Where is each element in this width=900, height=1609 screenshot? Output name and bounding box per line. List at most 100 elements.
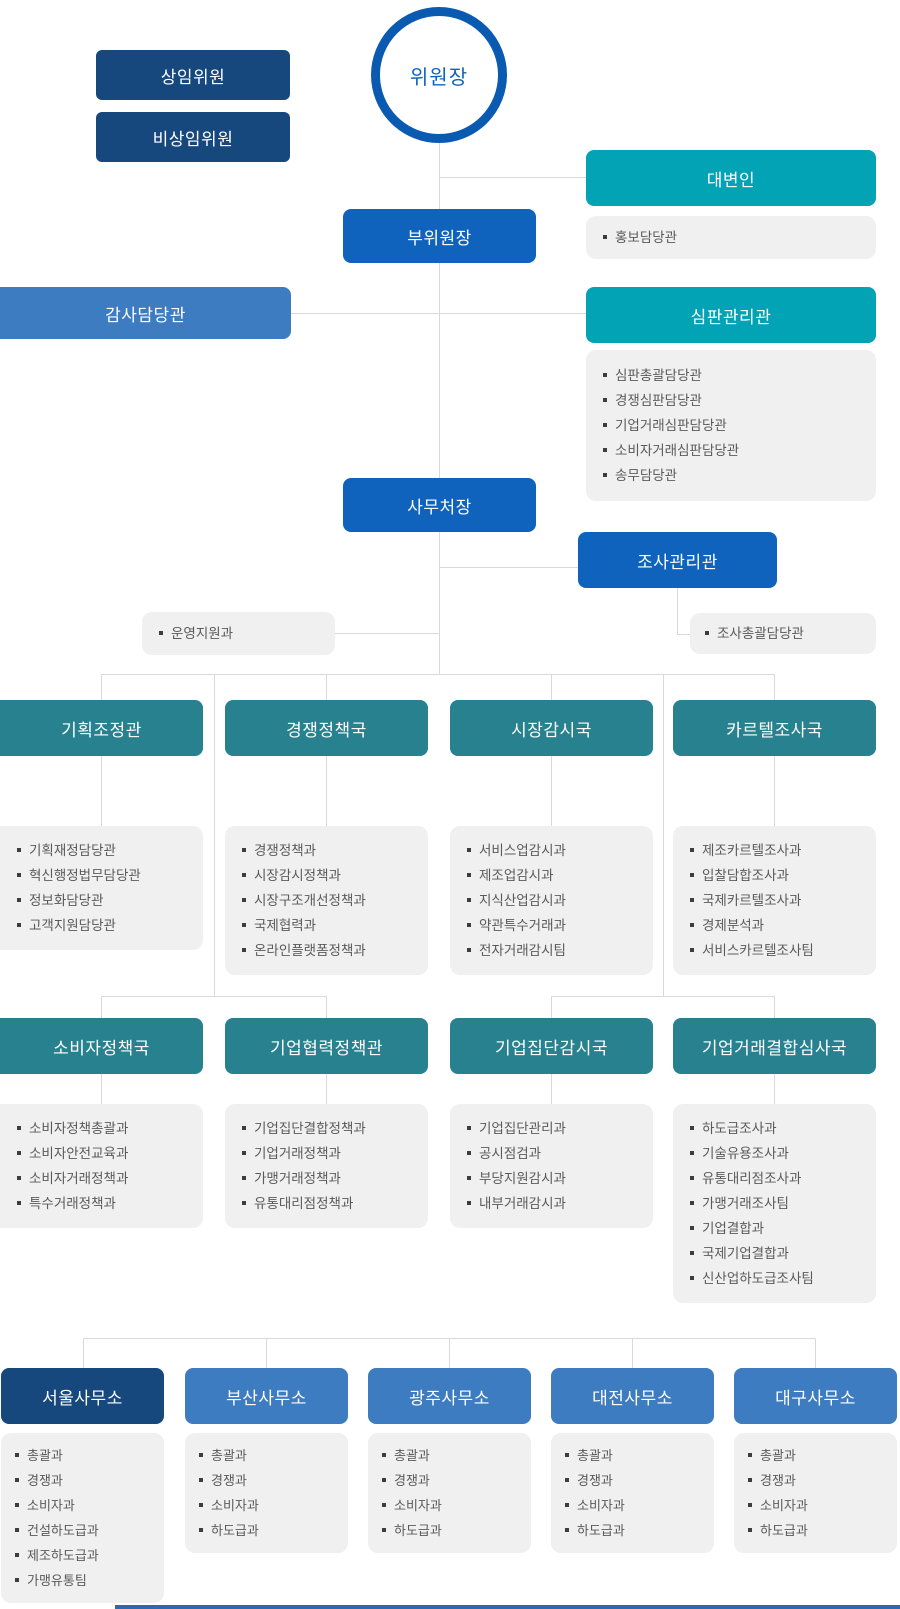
dept-item: 서비스업감시과 — [466, 838, 637, 863]
bureau-title: 시장감시국 — [511, 720, 592, 740]
office-seoul-node: 서울사무소 — [1, 1368, 164, 1424]
dept-item: 소비자과 — [564, 1493, 701, 1518]
vice-chairman-node: 부위원장 — [343, 209, 536, 263]
dept-item: 가맹거래정책과 — [241, 1166, 412, 1191]
bureau-consumer-policy-node: 소비자정책국 — [0, 1018, 203, 1074]
dept-item: 제조카르텔조사과 — [689, 838, 860, 863]
bureau-competition-policy-node: 경쟁정책국 — [225, 700, 428, 756]
standing-commissioner-node: 상임위원 — [96, 50, 290, 100]
chairman-node: 위원장 — [371, 7, 507, 143]
dept-item: 가맹유통팀 — [14, 1568, 151, 1593]
spokesperson-node: 대변인 — [586, 150, 876, 206]
bureau-merger-review-node: 기업거래결합심사국 — [673, 1018, 876, 1074]
dept-item: 소비자안전교육과 — [16, 1141, 187, 1166]
dept-item: 기술유용조사과 — [689, 1141, 860, 1166]
dept-item: 가맹거래조사팀 — [689, 1191, 860, 1216]
bureau-title: 기업거래결합심사국 — [701, 1038, 848, 1058]
dept-item: 소비자거래심판담당관 — [602, 438, 860, 463]
dept-item: 소비자과 — [14, 1493, 151, 1518]
dept-item: 기업집단관리과 — [466, 1116, 637, 1141]
office-title: 서울사무소 — [42, 1388, 123, 1408]
dept-item: 시장구조개선정책과 — [241, 888, 412, 913]
office-title: 대구사무소 — [775, 1388, 856, 1408]
adjudication-label: 심판관리관 — [690, 307, 772, 327]
dept-item: 고객지원담당관 — [16, 913, 187, 938]
audit-officer-label: 감사담당관 — [105, 305, 186, 325]
dept-item: 기업결합과 — [689, 1216, 860, 1241]
dept-item: 총괄과 — [14, 1443, 151, 1468]
dept-item: 기획재정담당관 — [16, 838, 187, 863]
dept-item: 소비자정책총괄과 — [16, 1116, 187, 1141]
dept-item: 전자거래감시팀 — [466, 938, 637, 963]
bureau-business-group-node: 기업집단감시국 — [450, 1018, 653, 1074]
dept-item: 경쟁과 — [198, 1468, 335, 1493]
spokesperson-depts: 홍보담당관 — [586, 216, 876, 259]
secretary-general-node: 사무처장 — [343, 478, 536, 532]
dept-item: 국제카르텔조사과 — [689, 888, 860, 913]
secretary-general-label: 사무처장 — [407, 497, 472, 517]
dept-item: 정보화담당관 — [16, 888, 187, 913]
dept-item: 국제협력과 — [241, 913, 412, 938]
investigation-manager-node: 조사관리관 — [578, 532, 777, 588]
dept-item: 소비자과 — [747, 1493, 884, 1518]
office-daejeon-node: 대전사무소 — [551, 1368, 714, 1424]
dept-item: 온라인플랫폼정책과 — [241, 938, 412, 963]
dept-item: 경쟁과 — [381, 1468, 518, 1493]
dept-item: 공시점검과 — [466, 1141, 637, 1166]
dept-item: 기업집단결합정책과 — [241, 1116, 412, 1141]
audit-officer-node: 감사담당관 — [0, 287, 291, 339]
bureau-title: 기획조정관 — [61, 720, 142, 740]
office-title: 광주사무소 — [409, 1388, 490, 1408]
dept-item: 제조하도급과 — [14, 1543, 151, 1568]
dept-item: 입찰담합조사과 — [689, 863, 860, 888]
dept-item: 송무담당관 — [602, 463, 860, 488]
dept-item: 제조업감시과 — [466, 863, 637, 888]
dept-item: 기업거래정책과 — [241, 1141, 412, 1166]
dept-item: 조사총괄담당관 — [704, 621, 862, 646]
non-standing-commissioner-label: 비상임위원 — [152, 129, 234, 149]
dept-item: 총괄과 — [381, 1443, 518, 1468]
office-busan-node: 부산사무소 — [185, 1368, 348, 1424]
vice-chairman-label: 부위원장 — [407, 228, 472, 248]
dept-item: 총괄과 — [564, 1443, 701, 1468]
office-title: 대전사무소 — [592, 1388, 673, 1408]
spokesperson-label: 대변인 — [706, 170, 756, 190]
dept-item: 경쟁과 — [14, 1468, 151, 1493]
dept-item: 경제분석과 — [689, 913, 860, 938]
investigation-manager-label: 조사관리관 — [637, 552, 718, 572]
dept-item: 혁신행정법무담당관 — [16, 863, 187, 888]
dept-item: 유통대리점조사과 — [689, 1166, 860, 1191]
dept-item: 경쟁심판담당관 — [602, 388, 860, 413]
bureau-title: 카르텔조사국 — [726, 720, 823, 740]
dept-item: 약관특수거래과 — [466, 913, 637, 938]
investigation-manager-depts: 조사총괄담당관 — [690, 613, 876, 654]
dept-item: 경쟁정책과 — [241, 838, 412, 863]
dept-item: 경쟁과 — [564, 1468, 701, 1493]
dept-item: 신산업하도급조사팀 — [689, 1266, 860, 1291]
bureau-cartel-node: 카르텔조사국 — [673, 700, 876, 756]
bureau-title: 기업집단감시국 — [495, 1038, 608, 1058]
dept-item: 경쟁과 — [747, 1468, 884, 1493]
dept-item: 시장감시정책과 — [241, 863, 412, 888]
operation-support-depts: 운영지원과 — [142, 612, 335, 655]
bureau-market-surveillance-node: 시장감시국 — [450, 700, 653, 756]
dept-item: 유통대리점정책과 — [241, 1191, 412, 1216]
dept-item: 운영지원과 — [158, 621, 319, 646]
office-gwangju-node: 광주사무소 — [368, 1368, 531, 1424]
dept-item: 하도급과 — [198, 1518, 335, 1543]
dept-item: 하도급과 — [381, 1518, 518, 1543]
dept-item: 소비자과 — [381, 1493, 518, 1518]
dept-item: 지식산업감시과 — [466, 888, 637, 913]
non-standing-commissioner-node: 비상임위원 — [96, 112, 290, 162]
office-daegu-node: 대구사무소 — [734, 1368, 897, 1424]
bureau-title: 소비자정책국 — [53, 1038, 150, 1058]
